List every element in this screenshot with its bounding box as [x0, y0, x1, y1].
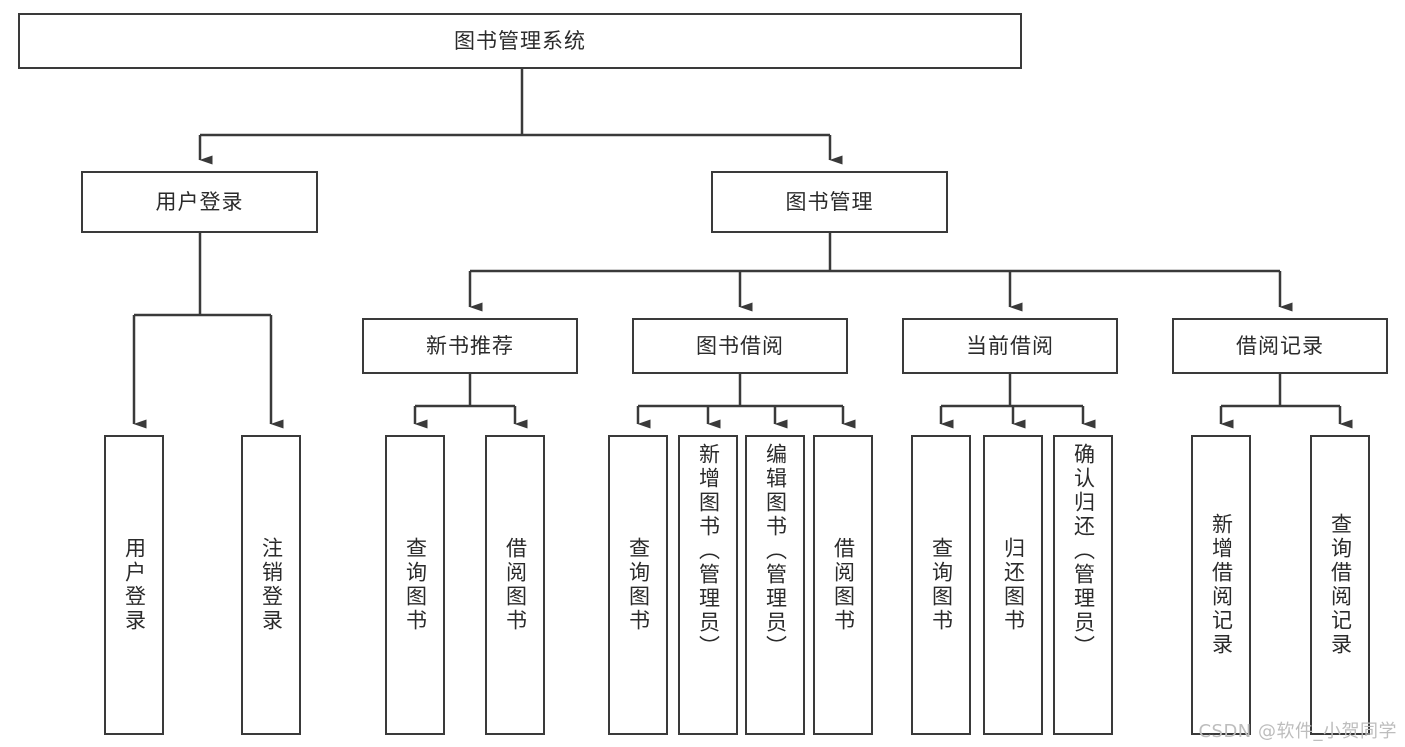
node-borrow-record[interactable]: 借阅记录 — [1172, 318, 1388, 374]
node-current-borrow[interactable]: 当前借阅 — [902, 318, 1118, 374]
node-new-book-rec-label: 新书推荐 — [426, 333, 514, 358]
leaf-add-book-admin[interactable]: 新增图书（管理员） — [678, 435, 738, 735]
leaf-query-borrow-record-label: 查询借阅记录 — [1328, 513, 1353, 657]
leaf-query-borrow-record[interactable]: 查询借阅记录 — [1310, 435, 1370, 735]
leaf-query-book-1[interactable]: 查询图书 — [385, 435, 445, 735]
leaf-query-book-2-label: 查询图书 — [626, 537, 651, 633]
leaf-confirm-return-admin-label: 确认归还（管理员） — [1071, 443, 1096, 659]
leaf-query-book-1-label: 查询图书 — [403, 537, 428, 633]
node-user-login[interactable]: 用户登录 — [81, 171, 318, 233]
leaf-borrow-book-1[interactable]: 借阅图书 — [485, 435, 545, 735]
leaf-add-book-admin-label: 新增图书（管理员） — [696, 443, 721, 659]
leaf-query-book-3-label: 查询图书 — [929, 537, 954, 633]
leaf-edit-book-admin-label: 编辑图书（管理员） — [763, 443, 788, 659]
leaf-borrow-book-2-label: 借阅图书 — [831, 537, 856, 633]
node-book-manage-label: 图书管理 — [785, 189, 874, 214]
leaf-query-book-2[interactable]: 查询图书 — [608, 435, 668, 735]
leaf-add-borrow-record[interactable]: 新增借阅记录 — [1191, 435, 1251, 735]
csdn-watermark: CSDN @软件_小贺同学 — [1198, 721, 1397, 742]
leaf-logout-label: 注销登录 — [259, 537, 284, 633]
node-borrow-record-label: 借阅记录 — [1236, 333, 1324, 358]
node-root-label: 图书管理系统 — [454, 28, 586, 53]
leaf-borrow-book-2[interactable]: 借阅图书 — [813, 435, 873, 735]
leaf-confirm-return-admin[interactable]: 确认归还（管理员） — [1053, 435, 1113, 735]
node-book-borrow-label: 图书借阅 — [696, 333, 784, 358]
node-new-book-rec[interactable]: 新书推荐 — [362, 318, 578, 374]
node-book-borrow[interactable]: 图书借阅 — [632, 318, 848, 374]
node-root[interactable]: 图书管理系统 — [18, 13, 1022, 69]
leaf-add-borrow-record-label: 新增借阅记录 — [1209, 513, 1234, 657]
leaf-user-login[interactable]: 用户登录 — [104, 435, 164, 735]
leaf-return-book-label: 归还图书 — [1001, 537, 1026, 633]
leaf-return-book[interactable]: 归还图书 — [983, 435, 1043, 735]
node-book-manage[interactable]: 图书管理 — [711, 171, 948, 233]
leaf-query-book-3[interactable]: 查询图书 — [911, 435, 971, 735]
leaf-edit-book-admin[interactable]: 编辑图书（管理员） — [745, 435, 805, 735]
node-user-login-label: 用户登录 — [155, 189, 244, 214]
node-current-borrow-label: 当前借阅 — [966, 333, 1054, 358]
leaf-borrow-book-1-label: 借阅图书 — [503, 537, 528, 633]
leaf-logout[interactable]: 注销登录 — [241, 435, 301, 735]
leaf-user-login-label: 用户登录 — [122, 537, 147, 633]
